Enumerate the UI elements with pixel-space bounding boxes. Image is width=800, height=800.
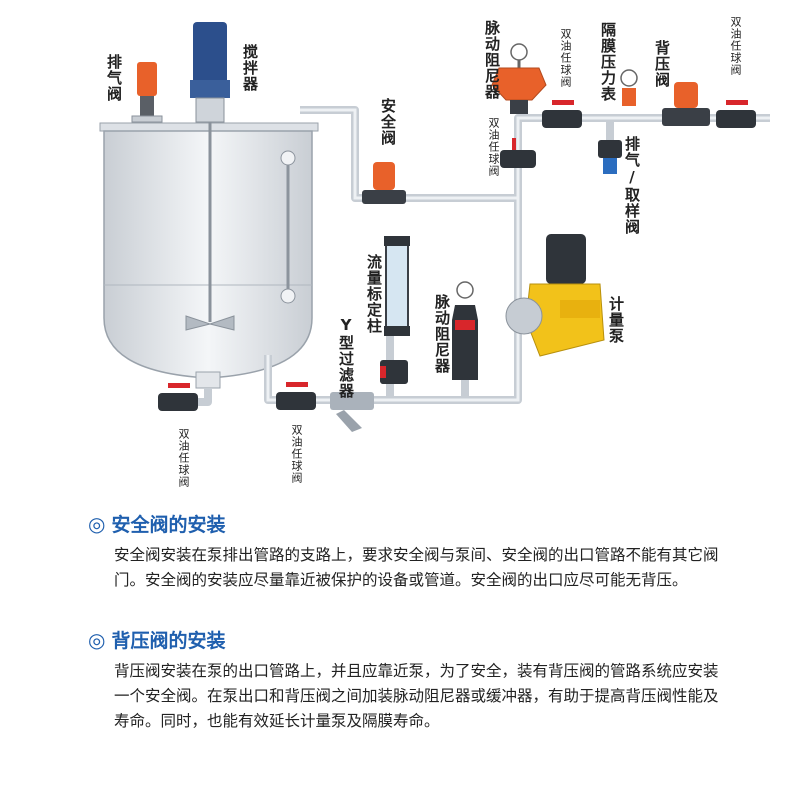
agitator-icon — [185, 22, 235, 331]
label-flow-column: 流量标定柱 — [365, 254, 383, 334]
pulse-damper-top-icon — [491, 43, 547, 114]
label-ball-valve-bottom-mid: 双油任球阀 — [290, 424, 303, 484]
safety-valve-heading: ◎ 安全阀的安装 — [88, 510, 728, 537]
label-vent-sampling-valve: 排气/取样阀 — [623, 136, 641, 235]
back-pressure-valve-title: 背压阀的安装 — [111, 630, 226, 652]
y-filter-icon — [330, 392, 374, 432]
vent-sampling-valve-icon — [598, 140, 622, 174]
ball-valve-bottom-left-icon — [158, 383, 198, 411]
label-agitator: 搅拌器 — [241, 44, 259, 92]
safety-valve-icon — [362, 162, 406, 204]
double-circle-icon: ◎ — [88, 511, 106, 536]
label-pulse-damper-top: 脉动阻尼器 — [483, 20, 501, 100]
label-ball-valve-top-left: 双油任球阀 — [487, 117, 500, 177]
label-ball-valve-top-mid: 双油任球阀 — [559, 28, 572, 88]
flow-calibration-column-icon — [380, 236, 410, 384]
back-pressure-valve-icon — [662, 82, 710, 126]
safety-valve-body: 安全阀安装在泵排出管路的支路上，要求安全阀与泵间、安全阀的出口管路不能有其它阀门… — [114, 546, 719, 589]
back-pressure-valve-heading: ◎ 背压阀的安装 — [88, 626, 728, 653]
label-safety-valve: 安全阀 — [379, 98, 397, 146]
back-pressure-valve-body: 背压阀安装在泵的出口管路上，并且应靠近泵，为了安全，装有背压阀的管路系统应安装一… — [114, 662, 719, 730]
label-pulse-damper-bottom: 脉动阻尼器 — [433, 294, 451, 374]
label-metering-pump: 计量泵 — [607, 296, 625, 344]
back-pressure-valve-section: ◎ 背压阀的安装 背压阀安装在泵的出口管路上，并且应靠近泵，为了安全，装有背压阀… — [88, 626, 728, 734]
ball-valve-bottom-mid-icon — [276, 382, 316, 410]
pulse-damper-bottom-icon — [452, 281, 478, 380]
safety-valve-title: 安全阀的安装 — [111, 514, 226, 536]
label-ball-valve-top-right: 双油任球阀 — [729, 16, 742, 76]
label-diaphragm-gauge: 隔膜压力表 — [599, 22, 617, 102]
double-circle-icon: ◎ — [88, 627, 106, 652]
safety-valve-section: ◎ 安全阀的安装 安全阀安装在泵排出管路的支路上，要求安全阀与泵间、安全阀的出口… — [88, 510, 728, 593]
label-vent-valve-tank: 排气阀 — [105, 54, 123, 102]
diaphragm-gauge-icon — [620, 69, 638, 106]
metering-pump-icon — [505, 234, 605, 357]
label-y-filter: Y型过滤器 — [337, 316, 355, 399]
ball-valve-top-mid-icon — [542, 100, 582, 128]
piping-diagram — [99, 22, 770, 432]
tank-vent-valve-icon — [131, 62, 163, 123]
label-back-pressure-valve: 背压阀 — [653, 40, 671, 88]
ball-valve-top-left-icon — [500, 138, 536, 168]
ball-valve-top-right-icon — [716, 100, 756, 128]
label-ball-valve-bottom-left: 双油任球阀 — [177, 428, 190, 488]
